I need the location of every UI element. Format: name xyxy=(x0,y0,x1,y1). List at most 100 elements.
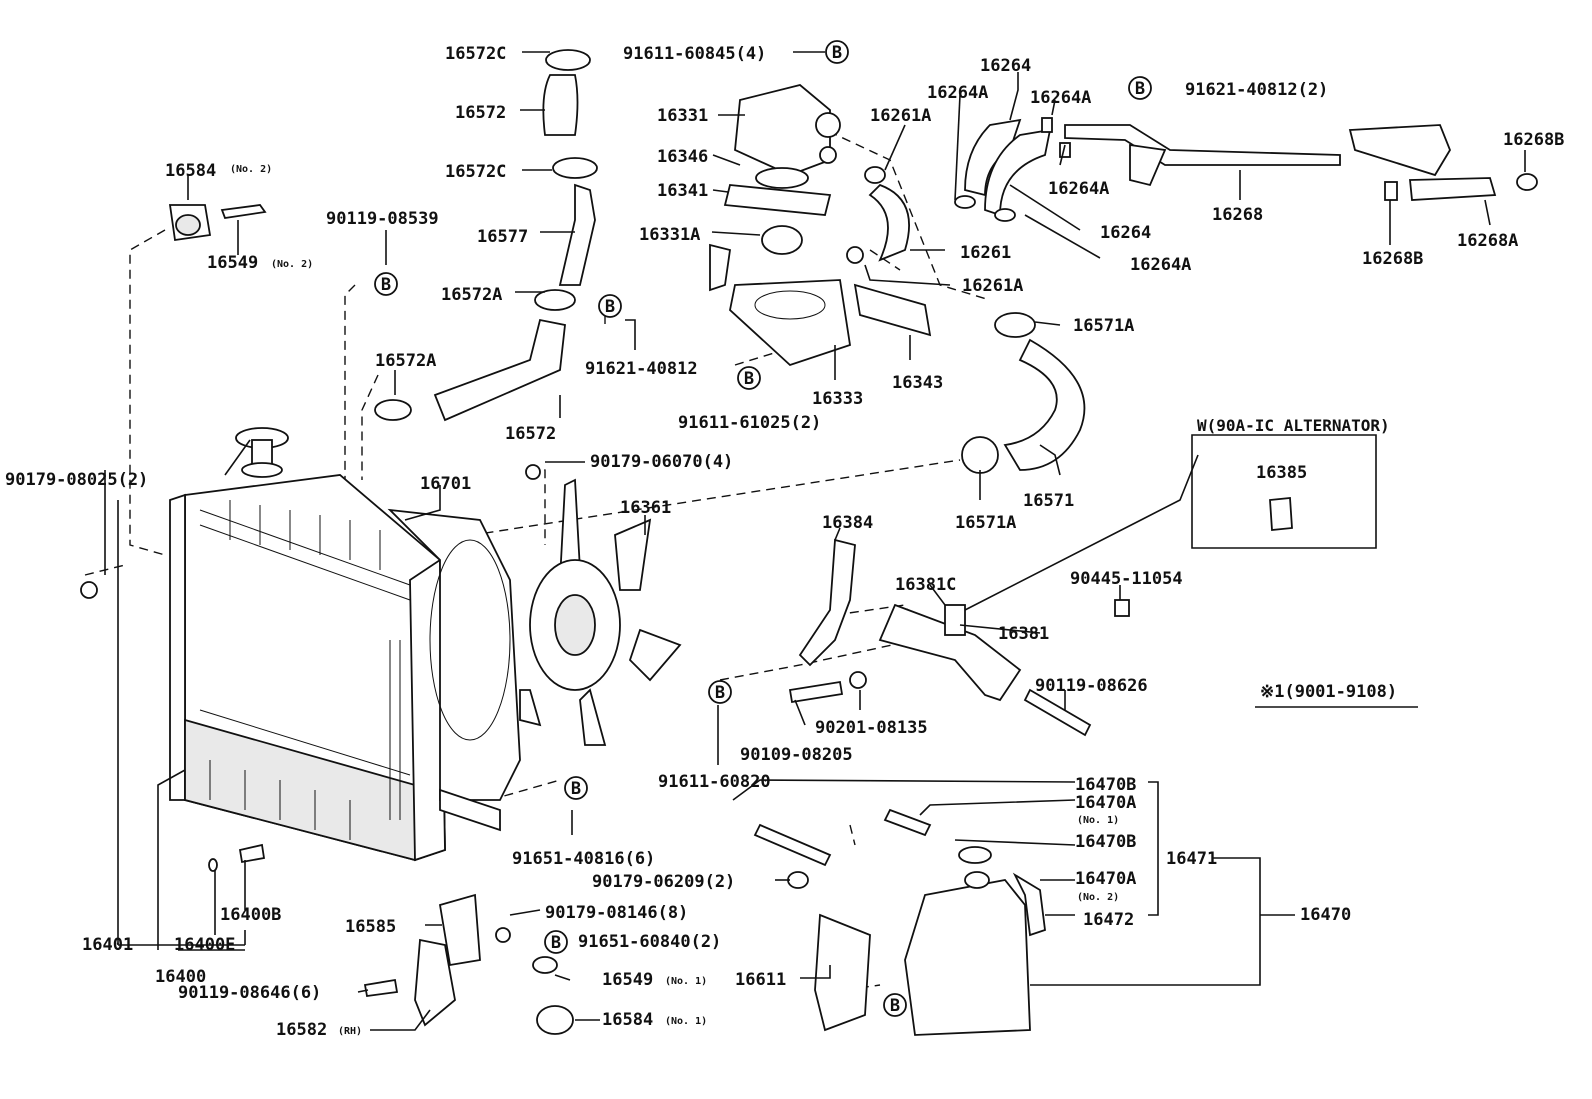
part-label-16400e: 16400E xyxy=(174,935,235,955)
part-label-16264a: 16264A xyxy=(1048,179,1109,199)
cooling-fan xyxy=(519,478,682,746)
bolt-marker: B xyxy=(825,40,849,64)
part-label-16472: 16472 xyxy=(1083,910,1134,930)
part-label-16549: 16549 xyxy=(602,970,653,990)
part-label-91611-60845: 91611-60845(4) xyxy=(623,44,766,64)
part-label-91611-61025: 91611-61025(2) xyxy=(678,413,821,433)
part-label-90179-06070: 90179-06070(4) xyxy=(590,452,733,472)
part-label-16585: 16585 xyxy=(345,917,396,937)
radiator-cap xyxy=(235,427,289,478)
part-label-16571a: 16571A xyxy=(955,513,1016,533)
part-label-16264a: 16264A xyxy=(927,83,988,103)
part-label-16400b: 16400B xyxy=(220,905,281,925)
part-label-90201-08135: 90201-08135 xyxy=(815,718,928,738)
part-label-91651-60840: 91651-60840(2) xyxy=(578,932,721,952)
part-label-suffix: (No. 2) xyxy=(230,164,272,175)
svg-text:B: B xyxy=(551,933,561,953)
part-label-16470b: 16470B xyxy=(1075,775,1136,795)
part-label-16381c: 16381C xyxy=(895,575,956,595)
part-label-16549: 16549 xyxy=(207,253,258,273)
part-label-16471: 16471 xyxy=(1166,849,1217,869)
part-label-16584: 16584 xyxy=(602,1010,653,1030)
part-label-16572c: 16572C xyxy=(445,44,506,64)
part-label-16572a: 16572A xyxy=(441,285,502,305)
part-label-16470a: 16470A xyxy=(1075,869,1136,889)
part-label-16611: 16611 xyxy=(735,970,786,990)
alternator-box-title: W(90A-IC ALTERNATOR) xyxy=(1197,416,1390,435)
part-label-91621-40812: 91621-40812 xyxy=(585,359,698,379)
part-label-91611-60820: 91611-60820 xyxy=(658,772,771,792)
bolt-marker: B xyxy=(374,272,398,296)
svg-text:B: B xyxy=(744,369,754,389)
part-label-suffix: (No. 1) xyxy=(665,976,707,987)
svg-text:B: B xyxy=(715,683,725,703)
production-date-note: ※1(9001-9108) xyxy=(1260,682,1397,702)
part-label-16268: 16268 xyxy=(1212,205,1263,225)
dashed-connectors xyxy=(84,124,991,991)
svg-text:B: B xyxy=(832,43,842,63)
part-label-90179-08025: 90179-08025(2) xyxy=(5,470,148,490)
part-label-90179-06209: 90179-06209(2) xyxy=(592,872,735,892)
part-label-16701: 16701 xyxy=(420,474,471,494)
part-label-16268a: 16268A xyxy=(1457,231,1518,251)
part-label-suffix: (No. 2) xyxy=(1077,892,1119,903)
part-label-suffix: (No. 2) xyxy=(271,259,313,270)
water-pipe xyxy=(1064,124,1538,201)
fan-shroud xyxy=(387,508,521,832)
part-label-90445-11054: 90445-11054 xyxy=(1070,569,1183,589)
part-label-16268b: 16268B xyxy=(1503,130,1564,150)
svg-text:B: B xyxy=(1135,79,1145,99)
part-label-16400: 16400 xyxy=(155,967,206,987)
bypass-hoses xyxy=(846,117,1071,264)
part-label-suffix: (No. 1) xyxy=(665,1016,707,1027)
part-label-suffix: (No. 1) xyxy=(1077,815,1119,826)
bolt-marker: B xyxy=(708,680,732,704)
radiator xyxy=(169,474,446,862)
part-label-16381: 16381 xyxy=(998,624,1049,644)
part-label-91651-40816: 91651-40816(6) xyxy=(512,849,655,869)
svg-text:B: B xyxy=(605,297,615,317)
small-fasteners xyxy=(80,204,541,943)
part-label-16572a: 16572A xyxy=(375,351,436,371)
part-label-16268b: 16268B xyxy=(1362,249,1423,269)
part-label-16264: 16264 xyxy=(1100,223,1151,243)
part-label-16341: 16341 xyxy=(657,181,708,201)
part-label-16577: 16577 xyxy=(477,227,528,247)
bolt-markers: B B B B B B B B B xyxy=(374,40,1152,1017)
svg-text:B: B xyxy=(381,275,391,295)
part-label-suffix: (RH) xyxy=(338,1026,362,1037)
bolt-marker: B xyxy=(737,366,761,390)
part-label-16571a: 16571A xyxy=(1073,316,1134,336)
part-label-16343: 16343 xyxy=(892,373,943,393)
part-label-16261: 16261 xyxy=(960,243,1011,263)
bolt-marker: B xyxy=(1128,76,1152,100)
part-label-16264: 16264 xyxy=(980,56,1031,76)
alternator-option-box: W(90A-IC ALTERNATOR) 16385 xyxy=(1191,416,1390,549)
part-label-16331: 16331 xyxy=(657,106,708,126)
production-note: ※1(9001-9108) xyxy=(1255,682,1418,708)
part-label-16571: 16571 xyxy=(1023,491,1074,511)
part-label-16361: 16361 xyxy=(620,498,671,518)
part-label-16572: 16572 xyxy=(455,103,506,123)
alternator-brackets xyxy=(788,538,1130,737)
part-label-16470: 16470 xyxy=(1300,905,1351,925)
part-label-16346: 16346 xyxy=(657,147,708,167)
part-label-90119-08539: 90119-08539 xyxy=(326,209,439,229)
part-label-16572c: 16572C xyxy=(445,162,506,182)
bolt-marker: B xyxy=(598,294,622,318)
part-label-16261a: 16261A xyxy=(870,106,931,126)
lower-hose xyxy=(961,312,1086,474)
part-label-16333: 16333 xyxy=(812,389,863,409)
part-label-90119-08626: 90119-08626 xyxy=(1035,676,1148,696)
part-label-16572: 16572 xyxy=(505,424,556,444)
reservoir-tank xyxy=(753,808,1046,1036)
lower-brackets xyxy=(208,843,871,1035)
part-label-16385: 16385 xyxy=(1256,463,1307,483)
part-label-16470a: 16470A xyxy=(1075,793,1136,813)
upper-hoses xyxy=(374,49,598,422)
svg-text:B: B xyxy=(571,779,581,799)
part-label-16584: 16584 xyxy=(165,161,216,181)
part-label-16582: 16582 xyxy=(276,1020,327,1040)
part-label-16470b: 16470B xyxy=(1075,832,1136,852)
